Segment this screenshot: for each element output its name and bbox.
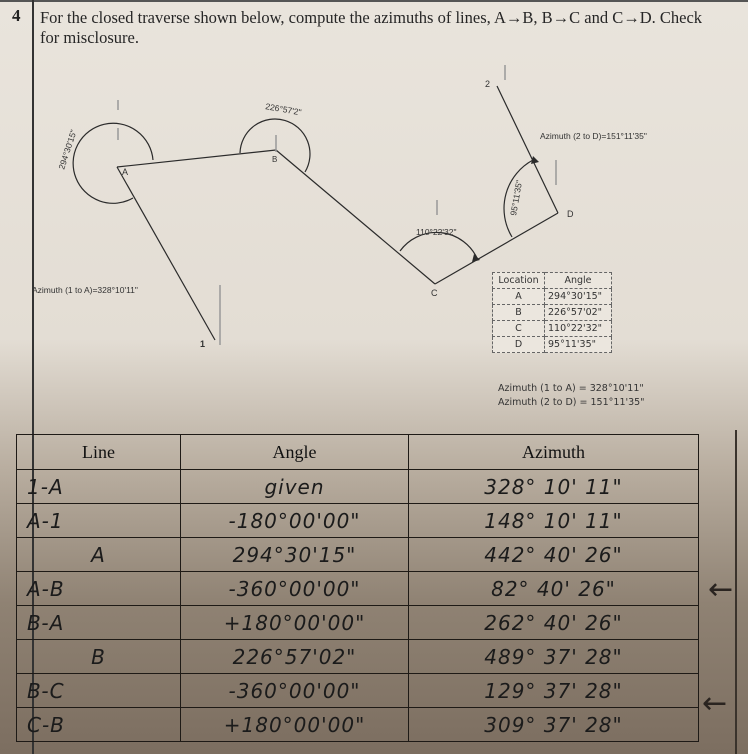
angle-cell: -180°00'00" bbox=[180, 503, 409, 538]
line-1-A bbox=[116, 166, 216, 341]
question-divider bbox=[32, 0, 34, 754]
azimuth-cell: 148° 10' 11" bbox=[408, 503, 699, 538]
line-cell: A-B bbox=[16, 571, 181, 606]
line-cell: B-A bbox=[16, 605, 181, 640]
line-cell: B bbox=[16, 639, 181, 674]
angle-cell: +180°00'00" bbox=[180, 605, 409, 640]
ref-location: C bbox=[492, 320, 545, 337]
ref-row: A 294°30'15" bbox=[492, 288, 612, 305]
azimuth-label-1-to-A: Azimuth (1 to A)=328°10'11" bbox=[32, 285, 138, 295]
azimuth-cell: 309° 37' 28" bbox=[408, 707, 699, 742]
azimuth-cell: 262° 40' 26" bbox=[408, 605, 699, 640]
table-row: C-B +180°00'00" 309° 37' 28" bbox=[16, 707, 699, 742]
ref-row: D 95°11'35" bbox=[492, 336, 612, 353]
reference-angle-table: Location Angle A 294°30'15" B 226°57'02"… bbox=[492, 272, 612, 353]
question-number: 4 bbox=[12, 6, 21, 25]
angle-arc-D bbox=[503, 159, 534, 238]
angle-label-B: 226°57'2" bbox=[265, 101, 303, 117]
angle-cell: 226°57'02" bbox=[180, 639, 409, 674]
azimuth-work-table: Line Angle Azimuth 1-A given 328° 10' 11… bbox=[16, 434, 699, 742]
angle-label-C: 110°22'32" bbox=[416, 227, 457, 237]
header-angle: Angle bbox=[180, 434, 409, 470]
angle-arc-C bbox=[399, 231, 478, 259]
table-row: B-A +180°00'00" 262° 40' 26" bbox=[16, 605, 699, 640]
azimuth-note-2-to-D: Azimuth (2 to D) = 151°11'35" bbox=[498, 397, 645, 408]
azimuth-cell: 442° 40' 26" bbox=[408, 537, 699, 572]
angle-arc-A bbox=[72, 122, 154, 204]
table-row: A-1 -180°00'00" 148° 10' 11" bbox=[16, 503, 699, 538]
angle-cell: -360°00'00" bbox=[180, 571, 409, 606]
line-cell: A-1 bbox=[16, 503, 181, 538]
angle-cell: given bbox=[180, 469, 409, 504]
ref-location: D bbox=[492, 336, 545, 353]
point-label-A: A bbox=[122, 167, 128, 177]
table-row: A 294°30'15" 442° 40' 26" bbox=[16, 537, 699, 572]
question-prompt: For the closed traverse shown below, com… bbox=[40, 8, 703, 47]
traverse-diagram: A B C D 1 2 294°30'15" 226°57'2" 110°22'… bbox=[32, 65, 647, 349]
point-label-2: 2 bbox=[485, 79, 490, 89]
azimuth-label-2-to-D: Azimuth (2 to D)=151°11'35" bbox=[540, 131, 647, 141]
table-row: A-B -360°00'00" 82° 40' 26" bbox=[16, 571, 699, 606]
ref-row: B 226°57'02" bbox=[492, 304, 612, 321]
line-B-C bbox=[275, 149, 436, 285]
point-label-1: 1 bbox=[200, 339, 205, 349]
line-cell: A bbox=[16, 537, 181, 572]
azimuth-cell: 82° 40' 26" bbox=[408, 571, 699, 606]
ref-angle: 95°11'35" bbox=[544, 336, 612, 353]
top-border bbox=[0, 0, 748, 2]
angle-cell: 294°30'15" bbox=[180, 537, 409, 572]
point-label-B: B bbox=[272, 155, 277, 164]
line-A-B bbox=[116, 149, 277, 168]
ref-location: A bbox=[492, 288, 545, 305]
angle-cell: +180°00'00" bbox=[180, 707, 409, 742]
angle-cell: -360°00'00" bbox=[180, 673, 409, 708]
line-cell: B-C bbox=[16, 673, 181, 708]
ref-angle: 110°22'32" bbox=[544, 320, 612, 337]
ref-angle: 226°57'02" bbox=[544, 304, 612, 321]
azimuth-cell: 129° 37' 28" bbox=[408, 673, 699, 708]
angle-arc-B bbox=[239, 118, 311, 173]
line-cell: C-B bbox=[16, 707, 181, 742]
table-row: B 226°57'02" 489° 37' 28" bbox=[16, 639, 699, 674]
azimuth-notes: Azimuth (1 to A) = 328°10'11" Azimuth (2… bbox=[498, 382, 645, 410]
azimuth-cell: 489° 37' 28" bbox=[408, 639, 699, 674]
ref-row: C 110°22'32" bbox=[492, 320, 612, 337]
azimuth-note-1-to-A: Azimuth (1 to A) = 328°10'11" bbox=[498, 383, 644, 394]
line-C-D bbox=[434, 212, 559, 285]
margin-arrow-left-icon: ← bbox=[708, 572, 734, 607]
point-label-D: D bbox=[567, 209, 574, 219]
line-cell: 1-A bbox=[16, 469, 181, 504]
ref-angle: 294°30'15" bbox=[544, 288, 612, 305]
table-row: B-C -360°00'00" 129° 37' 28" bbox=[16, 673, 699, 708]
ref-header-angle: Angle bbox=[544, 272, 612, 289]
margin-arrow-left-icon: ← bbox=[702, 686, 728, 721]
ref-location: B bbox=[492, 304, 545, 321]
azimuth-cell: 328° 10' 11" bbox=[408, 469, 699, 504]
page-right-edge bbox=[735, 430, 737, 754]
angle-label-D: 95°11'35" bbox=[508, 179, 524, 216]
ref-header-location: Location bbox=[492, 272, 545, 289]
header-line: Line bbox=[16, 434, 181, 470]
point-label-C: C bbox=[431, 288, 438, 298]
header-azimuth: Azimuth bbox=[408, 434, 699, 470]
table-row: 1-A given 328° 10' 11" bbox=[16, 469, 699, 504]
line-2-D bbox=[496, 85, 559, 214]
